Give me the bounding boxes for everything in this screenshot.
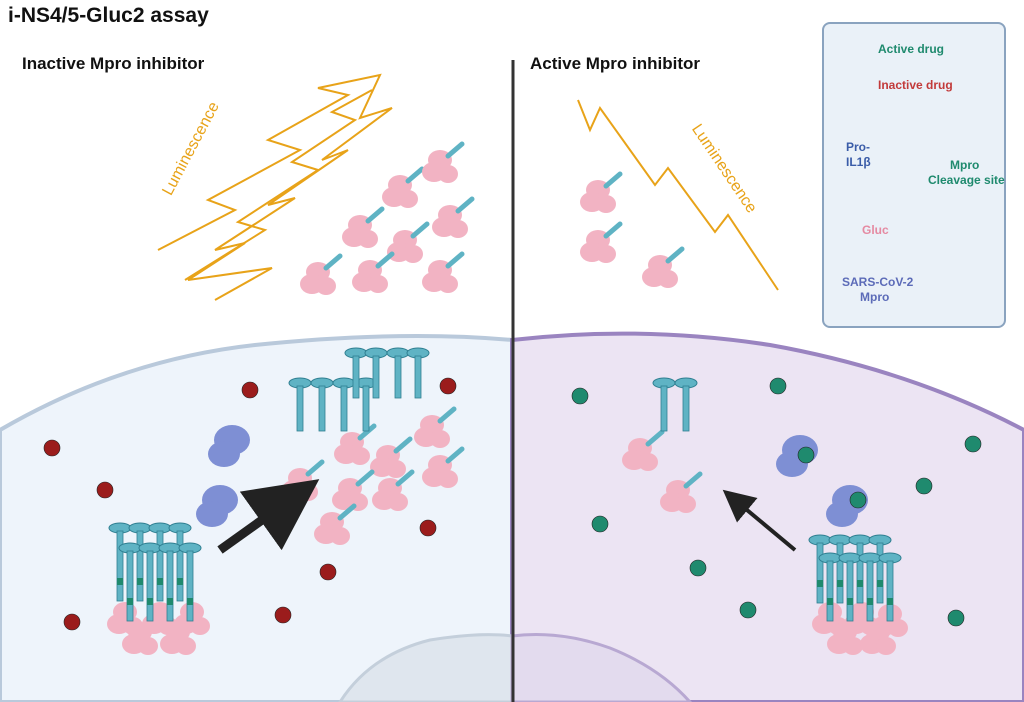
drug-molecule [571,387,589,405]
legend-gluc: Gluc [862,223,889,237]
legend-sars-line1: SARS-CoV-2 [842,275,914,289]
pro-il1b-stalk [674,377,698,432]
legend-mpro-line1: Mpro [950,158,980,172]
luminescence-bolt-right [577,99,779,291]
gluc-protein [387,221,430,263]
gluc-protein [422,141,465,183]
gluc-protein [372,469,415,511]
gluc-protein [860,622,896,655]
pro-il1b-stalk [118,542,142,622]
pro-il1b-stalk [158,542,182,622]
gluc-protein [432,196,475,238]
gluc-protein [422,251,465,293]
right-nucleus [510,633,693,702]
release-arrow-left [217,479,320,554]
drug-molecule [96,481,114,499]
mpro-enzyme [208,425,250,467]
drug-molecule [947,609,965,627]
gluc-protein [122,622,158,655]
bound-active-drug [797,446,815,464]
drug-molecule [439,377,457,395]
pro-il1b-stalk [168,522,192,602]
legend-panel [822,22,1006,328]
pro-il1b-stalk [878,552,902,622]
release-arrow-right [722,489,797,552]
luminescence-bolt-left [157,73,393,301]
drug-molecule [419,519,437,537]
drug-molecule [319,563,337,581]
mpro-enzymes [196,425,868,527]
pro-il1b-stalk [128,522,152,602]
gluc-protein [580,221,623,263]
gluc-protein [370,436,413,478]
left-panel-title: Inactive Mpro inhibitor [22,54,205,73]
luminescence-bolt-left-2 [184,89,373,281]
pro-il1b-stalk [868,534,892,604]
pro-il1b-stalk [148,522,172,602]
pro-il1b-stalk [138,542,162,622]
gluc-protein [332,469,375,511]
pro-il1b-stalk [406,347,430,399]
drug-molecule [63,613,81,631]
gluc-protein [300,253,343,295]
legend-sars-line2: Mpro [860,290,890,304]
gluc-protein [314,503,357,545]
bound-active-drug [849,491,867,509]
pro-il1b-stalk [108,522,132,602]
page-title: i-NS4/5-Gluc2 assay [8,4,209,27]
gluc-protein [660,471,703,513]
pro-il1b-stalks [108,347,902,622]
drug-molecule [43,439,61,457]
gluc-protein [160,622,196,655]
drug-molecule [241,381,259,399]
gluc-protein [622,429,665,471]
legend-pro-line2: IL1β [846,155,871,169]
gluc-protein [382,166,425,208]
drug-molecule [591,515,609,533]
legend-pro-line1: Pro- [846,140,870,154]
gluc-protein [414,406,457,448]
pro-il1b-stalk [818,552,842,622]
drug-molecule [274,606,292,624]
gluc-protein [422,446,465,488]
pro-il1b-stalk [858,552,882,622]
gluc-protein [342,206,385,248]
drug-molecule [769,377,787,395]
mpro-enzyme [196,485,238,527]
gluc-protein [580,171,623,213]
gluc-protein [827,622,863,655]
pro-il1b-stalk [838,552,862,622]
pro-il1b-stalk [828,534,852,604]
pro-il1b-stalk [344,347,368,399]
left-nucleus [338,633,514,702]
right-panel-title: Active Mpro inhibitor [530,54,700,73]
gluc-protein [352,251,395,293]
legend-active-drug: Active drug [878,42,945,56]
pro-il1b-stalk [808,534,832,604]
legend-mpro-line2: Cleavage site [928,173,1005,187]
pro-il1b-stalk [178,542,202,622]
pro-il1b-stalk [386,347,410,399]
drug-molecule [915,477,933,495]
legend-inactive-drug: Inactive drug [878,78,953,92]
drug-molecule [964,435,982,453]
drug-molecule [689,559,707,577]
gluc-protein [642,246,685,288]
gluc-protein [334,423,377,465]
drug-molecule [739,601,757,619]
